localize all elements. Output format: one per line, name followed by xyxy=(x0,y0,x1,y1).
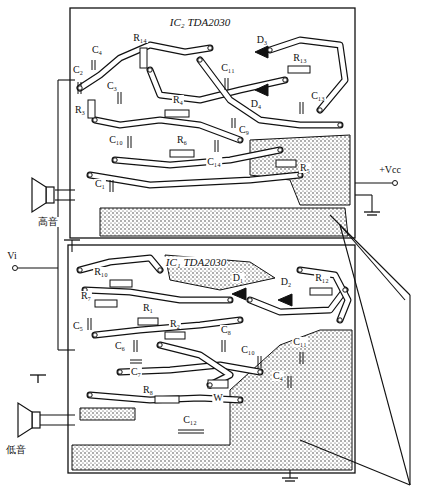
part-label: +Vcc xyxy=(378,165,402,175)
part-label: R₇ xyxy=(80,291,92,301)
part-label: R₄ xyxy=(172,95,184,105)
part-label: D₄ xyxy=(250,99,263,109)
solder-pad xyxy=(158,343,162,347)
part-label: C₆ xyxy=(114,341,126,351)
solder-pad xyxy=(238,318,242,322)
copper-trace xyxy=(160,345,230,385)
solder-pad xyxy=(343,288,347,292)
copper-trace xyxy=(300,270,348,320)
solder-pad xyxy=(208,383,212,387)
solder-pad xyxy=(238,138,242,142)
solder-pad xyxy=(338,318,342,322)
solder-pad xyxy=(228,298,232,302)
copper-trace xyxy=(80,258,160,270)
copper-trace xyxy=(300,270,348,320)
part-label: C₉ xyxy=(238,125,250,135)
copper-trace xyxy=(200,60,340,125)
solder-pad xyxy=(238,398,242,402)
solder-pad xyxy=(268,48,272,52)
solder-pad xyxy=(158,268,162,272)
part-label: C₁₁ xyxy=(292,337,308,347)
part-label: R₆ xyxy=(176,135,188,145)
part-label: R₅ xyxy=(299,163,311,173)
copper-trace xyxy=(115,150,280,165)
solder-pad xyxy=(298,173,302,177)
part-label: C₂ xyxy=(72,65,84,75)
part-label: R₁₄ xyxy=(132,33,148,43)
part-label: C₄ xyxy=(91,45,103,55)
copper-trace xyxy=(160,345,230,385)
copper-trace xyxy=(115,150,280,165)
part-label: R₈ xyxy=(142,385,154,395)
solder-pad xyxy=(88,393,92,397)
solder-pad xyxy=(78,86,82,90)
solder-pad xyxy=(258,370,262,374)
part-label: C₇ xyxy=(130,367,142,377)
solder-pad xyxy=(113,158,117,162)
solder-pad xyxy=(93,118,97,122)
solder-pad xyxy=(248,298,252,302)
part-label: IC₂ TDA2030 xyxy=(169,17,231,28)
solder-pad xyxy=(338,123,342,127)
part-label: Vi xyxy=(6,251,17,261)
part-label: D₁ xyxy=(232,273,245,283)
solder-pad xyxy=(198,58,202,62)
copper-trace xyxy=(85,290,230,300)
part-label: R₁₃ xyxy=(292,53,308,63)
copper-trace xyxy=(90,175,300,185)
part-label: C₁₄ xyxy=(206,157,222,167)
copper-trace xyxy=(85,290,230,300)
solder-pad xyxy=(78,268,82,272)
part-label: W xyxy=(212,393,223,403)
part-label: D₃ xyxy=(256,35,269,45)
copper-trace xyxy=(80,258,160,270)
copper-trace xyxy=(90,175,300,185)
part-label: R₁₀ xyxy=(93,267,109,277)
copper-trace xyxy=(270,40,345,110)
part-label: C₁₂ xyxy=(182,415,198,425)
solder-pad xyxy=(88,173,92,177)
part-label: C₁₀ xyxy=(240,345,256,355)
part-label: C₁₀ xyxy=(108,135,124,145)
part-label: C₄ xyxy=(272,371,284,381)
solder-pad xyxy=(318,108,322,112)
part-label: 高音 xyxy=(37,217,59,227)
part-label: R₂ xyxy=(169,319,181,329)
copper-trace xyxy=(80,45,210,88)
solder-pad xyxy=(298,268,302,272)
part-label: 低音 xyxy=(5,445,27,455)
solder-pad xyxy=(283,78,287,82)
solder-pad xyxy=(148,68,152,72)
part-label: IC₁ TDA2030 xyxy=(165,257,227,268)
solder-pad xyxy=(118,370,122,374)
solder-pad xyxy=(93,333,97,337)
part-label: C₃ xyxy=(106,81,118,91)
part-label: R₁₂ xyxy=(314,273,330,283)
part-label: C₅ xyxy=(72,321,84,331)
copper-trace xyxy=(80,45,210,88)
part-label: C₁₁ xyxy=(220,63,236,73)
part-label: D₂ xyxy=(280,277,293,287)
solder-pad xyxy=(278,148,282,152)
part-label: C₈ xyxy=(220,325,232,335)
solder-pad xyxy=(208,46,212,50)
part-label: R₃ xyxy=(74,105,86,115)
copper-trace xyxy=(200,60,340,125)
part-label: C₁ xyxy=(94,179,106,189)
part-label: C₁₃ xyxy=(310,91,326,101)
part-label: R₁ xyxy=(142,303,154,313)
copper-trace xyxy=(270,40,345,110)
